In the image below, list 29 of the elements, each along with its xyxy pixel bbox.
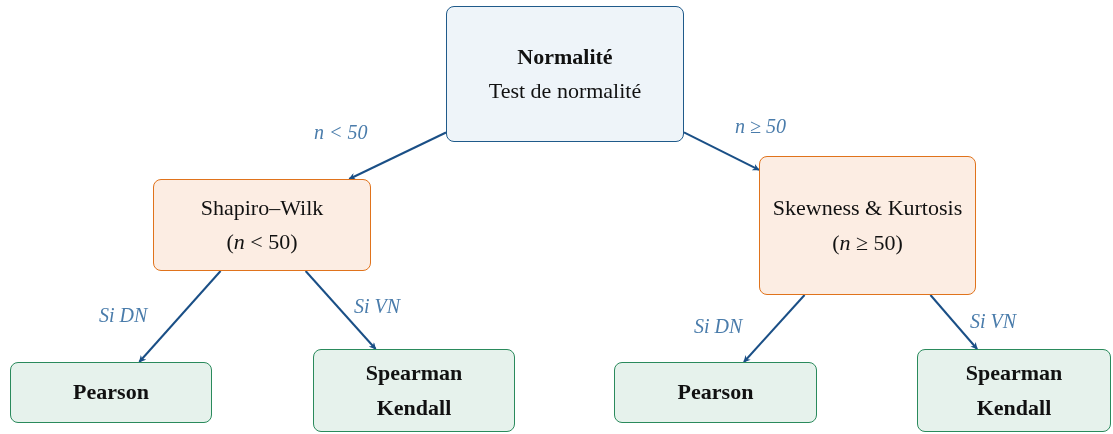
process-box xyxy=(917,349,1111,432)
edge-label: Si DN xyxy=(97,305,150,325)
node-text: Spearman Kendall xyxy=(364,359,464,422)
node-text: Skewness & Kurtosis xyxy=(772,194,963,223)
node-text: Pearson xyxy=(677,378,754,407)
node-heading: Normalité xyxy=(517,42,613,71)
edge-label: Si VN xyxy=(352,296,403,316)
process-box xyxy=(10,362,212,423)
arrow xyxy=(304,270,377,350)
arrow xyxy=(348,131,447,180)
arrow xyxy=(138,270,222,363)
node-text: (n < 50) xyxy=(226,228,298,256)
node-text: Shapiro–Wilk xyxy=(200,193,324,222)
process-box xyxy=(759,156,976,295)
edge-label: Si VN xyxy=(968,311,1019,331)
process-box xyxy=(614,362,817,423)
node-text: (n ≥ 50) xyxy=(832,228,903,257)
arrow xyxy=(742,294,806,363)
node-text: Pearson xyxy=(73,378,149,407)
arrow xyxy=(929,294,979,350)
arrow xyxy=(683,131,760,171)
node-text: Spearman Kendall xyxy=(964,359,1064,422)
node-text: Test de normalité xyxy=(488,77,642,105)
process-box xyxy=(313,349,515,432)
edge-label: n < 50 xyxy=(312,122,370,142)
process-box xyxy=(446,6,684,142)
process-box xyxy=(153,179,371,271)
edge-label: n ≥ 50 xyxy=(733,116,788,136)
edge-label: Si DN xyxy=(692,316,745,336)
